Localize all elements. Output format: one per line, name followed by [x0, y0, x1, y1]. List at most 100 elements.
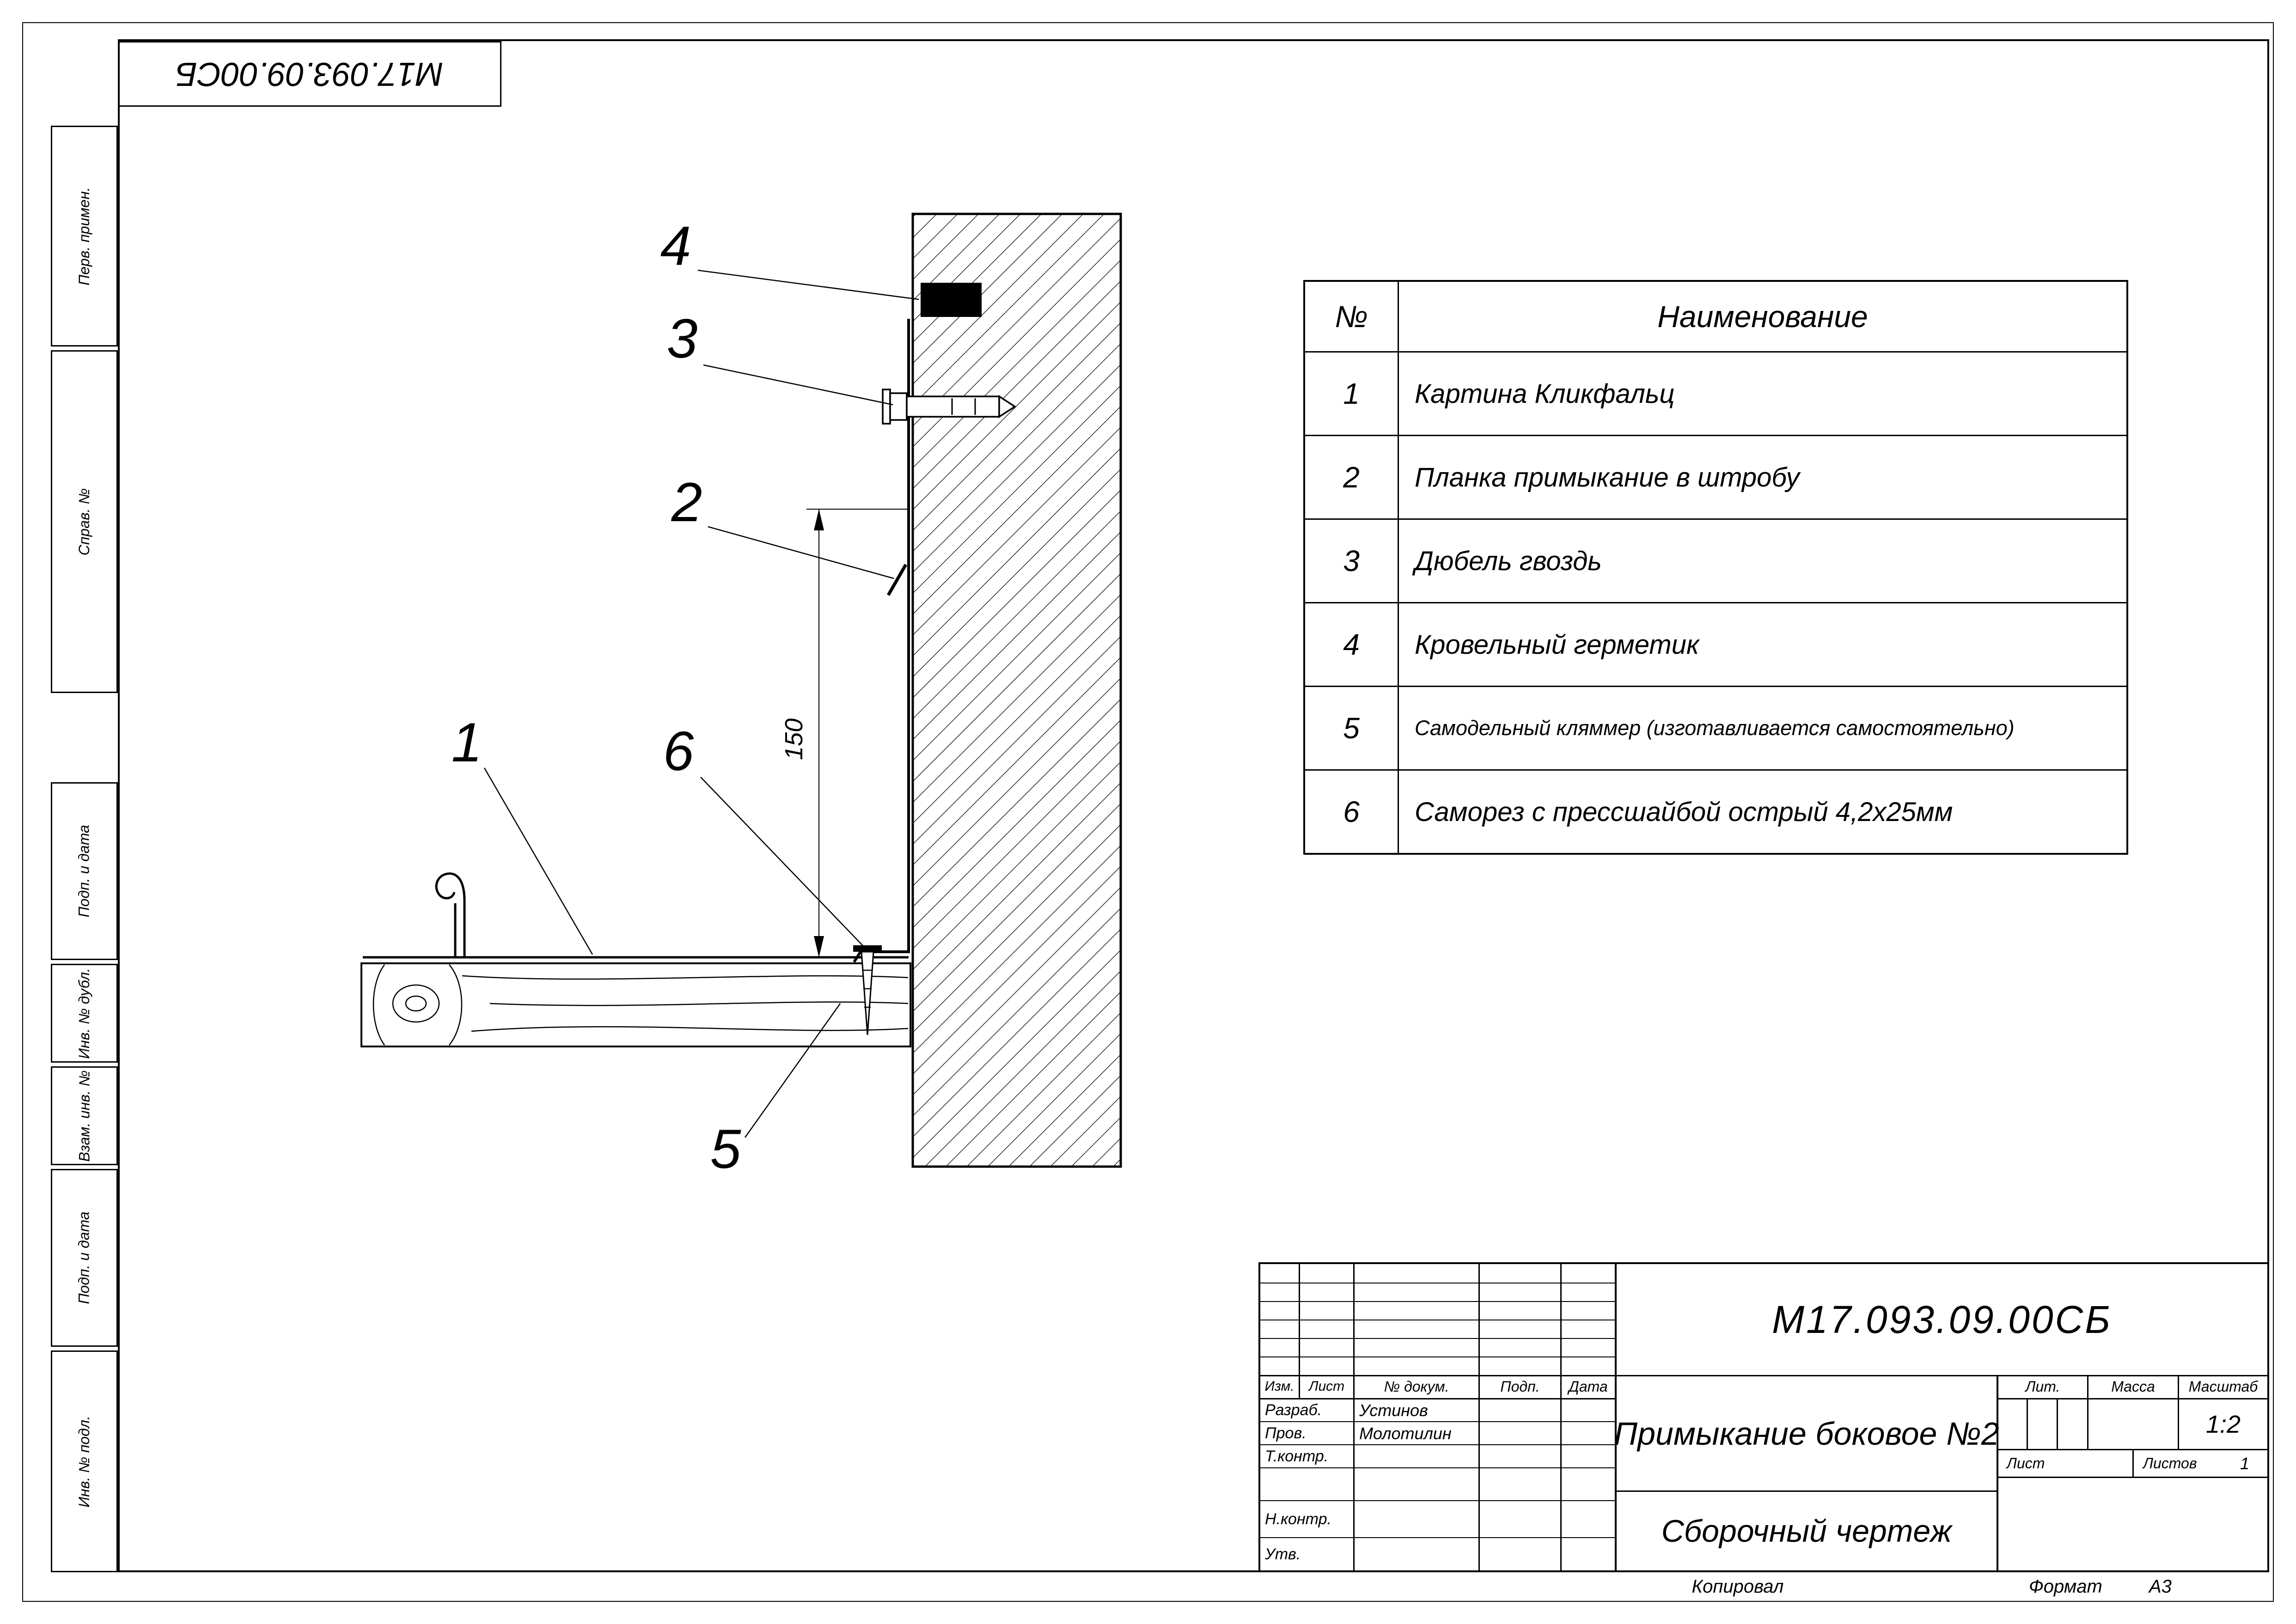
part-name: Картина Кликфальц: [1415, 378, 1675, 409]
part-name: Самодельный кляммер (изготавливается сам…: [1415, 716, 2015, 740]
sheets-value: 1: [2240, 1454, 2250, 1473]
table-row: 1 Картина Кликфальц: [1305, 351, 2126, 435]
dowel-nail: [882, 389, 1017, 425]
dowel-tip: [998, 395, 1017, 419]
stamp-grid-line: [1478, 1264, 1480, 1570]
stamp-grid-line: [1997, 1398, 2267, 1399]
standing-seam-profile: [435, 872, 466, 957]
part-name: Планка примыкание в штробу: [1415, 462, 1800, 493]
callout-3-leader: [703, 364, 893, 406]
plate-clip-mark: [886, 564, 908, 596]
margin-box-vzam-inv: Взам. инв. №: [51, 1066, 118, 1165]
table-row: 5 Самодельный кляммер (изготавливается с…: [1305, 686, 2126, 769]
part-number: 6: [1305, 771, 1399, 853]
screw-shaft: [861, 951, 874, 1035]
stamp-grid-line: [1260, 1398, 1615, 1399]
margin-box-podp-data-1: Подп. и дата: [51, 782, 118, 960]
dimension-arrow-down-icon: [814, 936, 824, 957]
rev-header-list: Лист: [1308, 1379, 1345, 1394]
roof-panel: [363, 872, 909, 959]
callout-4-label: 4: [660, 215, 691, 277]
parts-table-header-row: № Наименование: [1305, 282, 2126, 351]
dimension-150: 150: [780, 509, 909, 957]
callout-5-leader: [744, 1003, 841, 1138]
callout-6-leader: [700, 777, 866, 949]
stamp-grid-line: [1260, 1375, 2267, 1376]
screw-head: [853, 945, 882, 952]
dowel-head: [889, 392, 908, 421]
callout-2-label: 2: [671, 471, 702, 533]
stamp-grid-line: [1299, 1264, 1300, 1398]
table-row: 3 Дюбель гвоздь: [1305, 518, 2126, 602]
part-number: 3: [1305, 520, 1399, 602]
scale-value: 1:2: [2205, 1410, 2241, 1438]
rev-header-dokum: № докум.: [1384, 1378, 1449, 1395]
margin-box-inv-podl: Инв. № подл.: [51, 1350, 118, 1572]
margin-box-inv-dubl: Инв. № дубл.: [51, 964, 118, 1063]
title-block: Изм. Лист № докум. Подп. Дата Разраб. Ус…: [1258, 1262, 2269, 1572]
part-number: 4: [1305, 603, 1399, 686]
stamp-grid-line: [2132, 1449, 2134, 1477]
role-prov-name: Молотилин: [1359, 1423, 1452, 1443]
drawing-frame: [118, 39, 2269, 1572]
table-row: 2 Планка примыкание в штробу: [1305, 435, 2126, 518]
wood-grain-line: [471, 1026, 909, 1032]
sheets-label: Листов: [2143, 1455, 2197, 1472]
callout-5-label: 5: [710, 1118, 742, 1180]
lit-label: Лит.: [2025, 1378, 2060, 1395]
sheet-label: Лист: [2007, 1455, 2045, 1472]
mass-label: Масса: [2111, 1378, 2155, 1395]
margin-box-podp-data-2: Подп. и дата: [51, 1169, 118, 1347]
doc-title: Примыкание боковое №2: [1614, 1415, 1999, 1452]
format-value: А3: [2149, 1576, 2172, 1597]
format-label: Формат: [2029, 1576, 2102, 1597]
stamp-grid-line: [1615, 1264, 1617, 1570]
wood-knot-icon: [392, 984, 440, 1023]
top-doc-number-box: М17.093.09.00СБ: [118, 41, 501, 107]
doc-number: М17.093.09.00СБ: [1772, 1297, 2112, 1341]
dimension-value: 150: [780, 718, 808, 760]
callout-1-leader: [483, 767, 593, 955]
part-name: Саморез с прессшайбой острый 4,2х25мм: [1415, 797, 1953, 827]
flashing-plate: [853, 319, 910, 963]
part-name: Дюбель гвоздь: [1415, 546, 1602, 576]
role-razrab-name: Устинов: [1359, 1400, 1428, 1420]
stamp-grid-line: [1260, 1338, 1615, 1339]
part-number: 1: [1305, 353, 1399, 435]
parts-col-name-header: Наименование: [1657, 299, 1868, 334]
wood-grain-line: [462, 975, 909, 980]
stamp-grid-line: [2087, 1375, 2088, 1449]
stamp-grid-line: [1260, 1500, 1615, 1501]
dimension-arrow-up-icon: [814, 509, 824, 530]
stamp-grid-line: [1260, 1301, 1615, 1302]
callout-1-label: 1: [452, 712, 482, 773]
role-razrab-label: Разраб.: [1265, 1401, 1322, 1419]
callout-4-leader: [697, 269, 919, 300]
rev-header-data: Дата: [1569, 1378, 1608, 1395]
stamp-grid-line: [2027, 1398, 2028, 1449]
wood-grain-line: [489, 1001, 909, 1006]
wood-substrate: [360, 962, 911, 1047]
stamp-grid-line: [1260, 1421, 1615, 1422]
table-row: 6 Саморез с прессшайбой острый 4,2х25мм: [1305, 769, 2126, 853]
stamp-grid-line: [1260, 1467, 1615, 1468]
role-tkontr-label: Т.контр.: [1265, 1448, 1329, 1465]
stamp-grid-line: [1997, 1449, 2267, 1450]
stamp-grid-line: [1997, 1477, 2267, 1478]
parts-col-num-header: №: [1305, 282, 1399, 351]
part-number: 5: [1305, 687, 1399, 769]
role-prov-label: Пров.: [1265, 1424, 1307, 1442]
press-washer-screw: [853, 945, 882, 1035]
stamp-grid-line: [2178, 1375, 2179, 1449]
parts-table: № Наименование 1 Картина Кликфальц 2 Пла…: [1303, 280, 2128, 855]
rev-header-podp: Подп.: [1500, 1378, 1540, 1395]
part-name: Кровельный герметик: [1415, 629, 1699, 660]
part-number: 2: [1305, 436, 1399, 518]
dowel-flange: [882, 389, 891, 425]
role-nkontr-label: Н.контр.: [1265, 1510, 1331, 1528]
outer-border: [22, 22, 2274, 1602]
wood-grain-line: [449, 964, 463, 1046]
table-row: 4 Кровельный герметик: [1305, 602, 2126, 686]
